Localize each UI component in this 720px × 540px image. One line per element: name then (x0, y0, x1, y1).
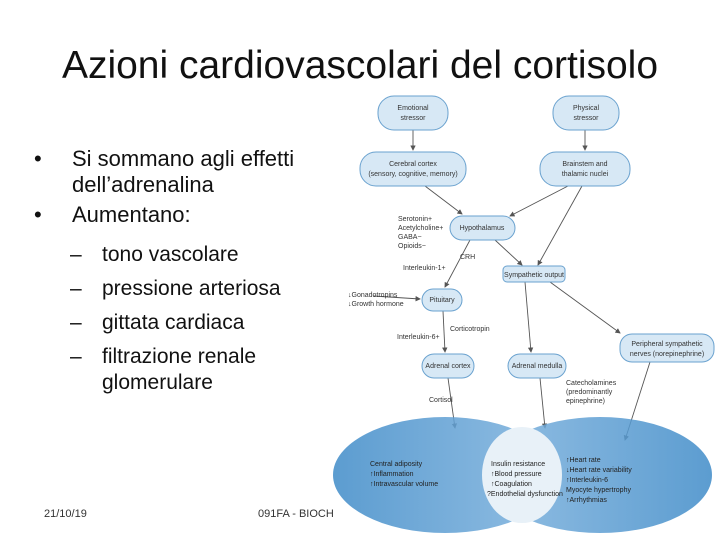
label-gonadotropins: ↓Gonadotropins (348, 292, 398, 299)
label-text: epinephrine) (566, 398, 605, 405)
label-catecholamines: Catecholamines (predominantly epinephrin… (566, 380, 617, 405)
venn-intersection (482, 427, 562, 523)
node-peripheral-nerves: Peripheral sympathetic nerves (norepinep… (619, 333, 715, 363)
node-label: Emotional (397, 105, 429, 112)
bullet-item: • Si sommano agli effetti dell’adrenalin… (28, 146, 348, 198)
edge-hypothalamus-sympathetic (494, 239, 523, 266)
edge-medulla-catecholamines (539, 377, 548, 429)
sub-bullet-text: pressione arteriosa (102, 277, 281, 300)
node-label: Adrenal medulla (512, 363, 563, 370)
node-label: nerves (norepinephrine) (630, 351, 704, 358)
venn-diagram: Central adiposity ↑Inflammation ↑Intrava… (333, 417, 712, 533)
node-label: Brainstem and (562, 161, 607, 168)
venn-left-text: Central adiposity (370, 461, 423, 468)
bullet-dot-icon: • (34, 146, 42, 171)
bullet-dot-icon: • (34, 202, 42, 227)
node-label: stressor (574, 115, 600, 122)
edge-sympathetic-medulla (524, 281, 534, 353)
node-pituitary: Pituitary (421, 288, 463, 312)
node-physical-stressor: Physical stressor (552, 95, 620, 131)
sub-bullet-text: filtrazione renale glomerulare (102, 345, 257, 394)
label-interleukin-1: Interleukin-1+ (403, 265, 446, 272)
label-text: Serotonin+ (398, 216, 432, 223)
label-text: Acetylcholine+ (398, 225, 443, 232)
slide-title: Azioni cardiovascolari del cortisolo (61, 44, 659, 87)
node-brainstem: Brainstem and thalamic nuclei (539, 151, 631, 187)
label-corticotropin: Corticotropin (450, 326, 490, 333)
venn-right-text: ↑Heart rate (566, 457, 601, 464)
venn-left-text: ↑Inflammation (370, 471, 414, 478)
node-label: thalamic nuclei (562, 171, 609, 178)
dash-icon: – (70, 277, 82, 300)
node-sympathetic-output: Sympathetic output (502, 265, 566, 283)
sub-bullet-list: –tono vascolare –pressione arteriosa –gi… (28, 242, 348, 396)
sub-bullet-item: –tono vascolare (28, 242, 348, 268)
dash-icon: – (70, 243, 82, 266)
dash-icon: – (70, 311, 82, 334)
venn-right-text: ↑Interleukin-6 (566, 477, 608, 484)
node-label: Physical (573, 105, 600, 112)
venn-right-text: ↑Arrhythmias (566, 497, 607, 504)
node-emotional-stressor: Emotional stressor (377, 95, 449, 131)
venn-center-text: ↑Blood pressure (491, 471, 542, 478)
node-label: Peripheral sympathetic (631, 341, 703, 348)
label-cortisol: Cortisol (429, 397, 453, 404)
label-text: GABA− (398, 234, 422, 241)
bullet-list: • Si sommano agli effetti dell’adrenalin… (28, 146, 348, 404)
venn-right-text: ↓Heart rate variability (566, 467, 632, 474)
sub-bullet-item: –filtrazione renale glomerulare (28, 344, 348, 396)
sub-bullet-text: tono vascolare (102, 243, 239, 266)
venn-right-text: Myocyte hypertrophy (566, 487, 631, 494)
edge-cerebral-hypothalamus (424, 185, 463, 215)
node-label: Hypothalamus (460, 225, 505, 232)
edge-pituitary-adrenal-cortex (442, 310, 448, 353)
edge-brainstem-hypothalamus (509, 185, 569, 217)
bullet-item: • Aumentano: (28, 202, 348, 228)
edge-sympathetic-peripheral (549, 281, 621, 334)
edge-hypothalamus-pituitary (444, 239, 471, 288)
bullet-text: Aumentano: (72, 202, 191, 227)
label-text: Catecholamines (566, 380, 617, 387)
footer-date: 21/10/19 (44, 508, 87, 520)
footer-course: 091FA - BIOCH (258, 508, 334, 520)
sub-bullet-item: –gittata cardiaca (28, 310, 348, 336)
node-label: Cerebral cortex (389, 161, 437, 168)
node-adrenal-cortex: Adrenal cortex (421, 353, 475, 379)
node-cerebral-cortex: Cerebral cortex (sensory, cognitive, mem… (359, 151, 467, 187)
label-neurotransmitters: Serotonin+ Acetylcholine+ GABA− Opioids− (398, 216, 443, 250)
edge-brainstem-sympathetic (537, 185, 583, 266)
label-text: Opioids− (398, 243, 426, 250)
label-text: (predominantly (566, 389, 613, 396)
node-label: stressor (401, 115, 427, 122)
sub-bullet-item: –pressione arteriosa (28, 276, 348, 302)
edge-gonadotropin-pituitary (372, 295, 421, 302)
node-label: Adrenal cortex (425, 363, 471, 370)
venn-center-text: ↑Coagulation (491, 481, 532, 488)
node-label: Sympathetic output (504, 272, 564, 279)
venn-center-text: Insulin resistance (491, 461, 545, 468)
bullet-text: Si sommano agli effetti dell’adrenalina (72, 146, 295, 197)
venn-left-text: ↑Intravascular volume (370, 481, 438, 488)
label-interleukin-6: Interleukin-6+ (397, 334, 440, 341)
sub-bullet-text: gittata cardiaca (102, 311, 245, 334)
node-label: Pituitary (429, 297, 455, 304)
node-label: (sensory, cognitive, memory) (368, 171, 457, 178)
label-crh: CRH (460, 254, 475, 261)
venn-center-text: ?Endothelial dysfunction (487, 491, 563, 498)
node-adrenal-medulla: Adrenal medulla (507, 353, 567, 379)
label-growth-hormone: ↓Growth hormone (348, 301, 404, 308)
node-hypothalamus: Hypothalamus (449, 215, 516, 241)
dash-icon: – (70, 345, 82, 368)
